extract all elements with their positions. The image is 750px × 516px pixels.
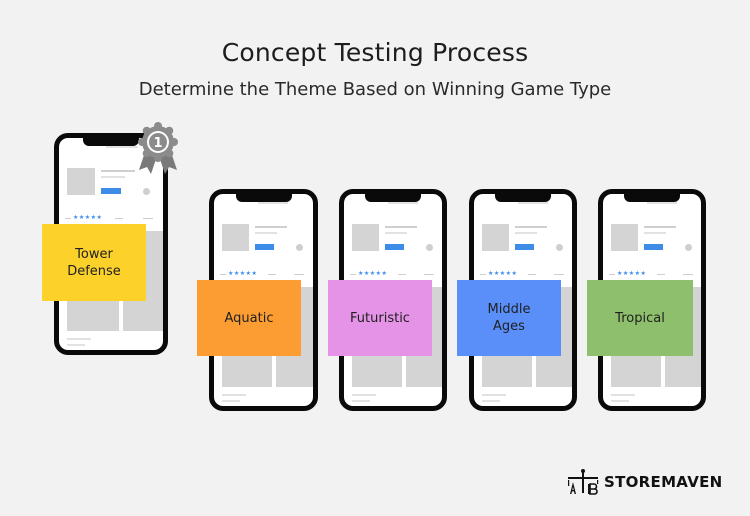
- placeholder-line: [518, 202, 548, 204]
- placeholder-line: [515, 232, 537, 234]
- page-title: Concept Testing Process: [221, 38, 529, 67]
- concept-tag-tropical: Tropical: [587, 280, 693, 356]
- placeholder-tick: [683, 274, 693, 275]
- placeholder-tick: [220, 274, 226, 275]
- placeholder-tick: [398, 274, 406, 275]
- placeholder-tick: [268, 274, 276, 275]
- placeholder-dot: [556, 244, 563, 251]
- placeholder-line: [106, 146, 138, 148]
- placeholder-tick: [480, 274, 486, 275]
- install-button-placeholder: [255, 244, 274, 250]
- placeholder-line: [611, 394, 635, 396]
- placeholder-tick: [657, 274, 665, 275]
- install-button-placeholder: [644, 244, 663, 250]
- install-button-placeholder: [101, 188, 121, 194]
- placeholder-line: [101, 170, 135, 172]
- placeholder-tick: [350, 274, 356, 275]
- app-icon-placeholder: [482, 224, 509, 251]
- placeholder-line: [515, 226, 547, 228]
- placeholder-line: [67, 338, 91, 340]
- rating-stars: ★★★★★: [228, 270, 258, 277]
- app-icon-placeholder: [67, 168, 95, 195]
- rating-stars: ★★★★★: [73, 214, 103, 221]
- placeholder-tick: [609, 274, 615, 275]
- app-icon-placeholder: [352, 224, 379, 251]
- concept-tag-line: Tower: [75, 246, 113, 262]
- concept-tag-line: Futuristic: [350, 310, 410, 326]
- placeholder-tick: [294, 274, 304, 275]
- install-button-placeholder: [515, 244, 534, 250]
- placeholder-line: [611, 400, 629, 402]
- placeholder-line: [352, 400, 370, 402]
- rating-stars: ★★★★★: [488, 270, 518, 277]
- placeholder-line: [644, 232, 666, 234]
- placeholder-tick: [143, 218, 153, 219]
- app-icon-placeholder: [222, 224, 249, 251]
- page-subtitle: Determine the Theme Based on Winning Gam…: [138, 79, 612, 100]
- phone-notch: [365, 194, 421, 202]
- concept-tag-line: Defense: [67, 263, 121, 279]
- placeholder-tick: [554, 274, 564, 275]
- placeholder-line: [385, 232, 407, 234]
- rating-stars: ★★★★★: [617, 270, 647, 277]
- placeholder-line: [101, 176, 125, 178]
- concept-tag-futuristic: Futuristic: [328, 280, 432, 356]
- placeholder-tick: [65, 218, 71, 219]
- placeholder-line: [352, 394, 376, 396]
- placeholder-line: [255, 226, 287, 228]
- placeholder-dot: [426, 244, 433, 251]
- concept-tag-line: Ages: [493, 319, 525, 334]
- install-button-placeholder: [385, 244, 404, 250]
- brand-name: STOREMAVEN: [604, 473, 723, 491]
- placeholder-line: [482, 400, 500, 402]
- placeholder-line: [67, 344, 85, 346]
- placeholder-line: [255, 232, 277, 234]
- placeholder-dot: [296, 244, 303, 251]
- badge-number: 1: [153, 136, 162, 151]
- phone-notch: [624, 194, 680, 202]
- placeholder-line: [222, 400, 240, 402]
- placeholder-tick: [528, 274, 536, 275]
- concept-tag-aquatic: Aquatic: [197, 280, 301, 356]
- placeholder-tick: [424, 274, 434, 275]
- phone-notch: [83, 138, 139, 146]
- placeholder-line: [385, 226, 417, 228]
- phone-notch: [235, 194, 292, 202]
- concept-tag-line: Middle: [487, 302, 531, 317]
- placeholder-dot: [685, 244, 692, 251]
- placeholder-dot: [143, 188, 150, 195]
- placeholder-line: [222, 394, 246, 396]
- placeholder-line: [644, 226, 676, 228]
- concept-tag-line: Aquatic: [224, 310, 274, 326]
- storemaven-ab-icon: [568, 469, 599, 495]
- rating-stars: ★★★★★: [358, 270, 388, 277]
- placeholder-tick: [115, 218, 123, 219]
- app-icon-placeholder: [611, 224, 638, 251]
- storemaven-logo: STOREMAVEN: [566, 468, 723, 496]
- placeholder-line: [482, 394, 506, 396]
- placeholder-line: [388, 202, 418, 204]
- placeholder-line: [258, 202, 288, 204]
- award-ribbon-icon: 1: [138, 122, 178, 174]
- phone-notch: [495, 194, 551, 202]
- placeholder-line: [647, 202, 677, 204]
- concept-tag-line: Tropical: [615, 310, 665, 326]
